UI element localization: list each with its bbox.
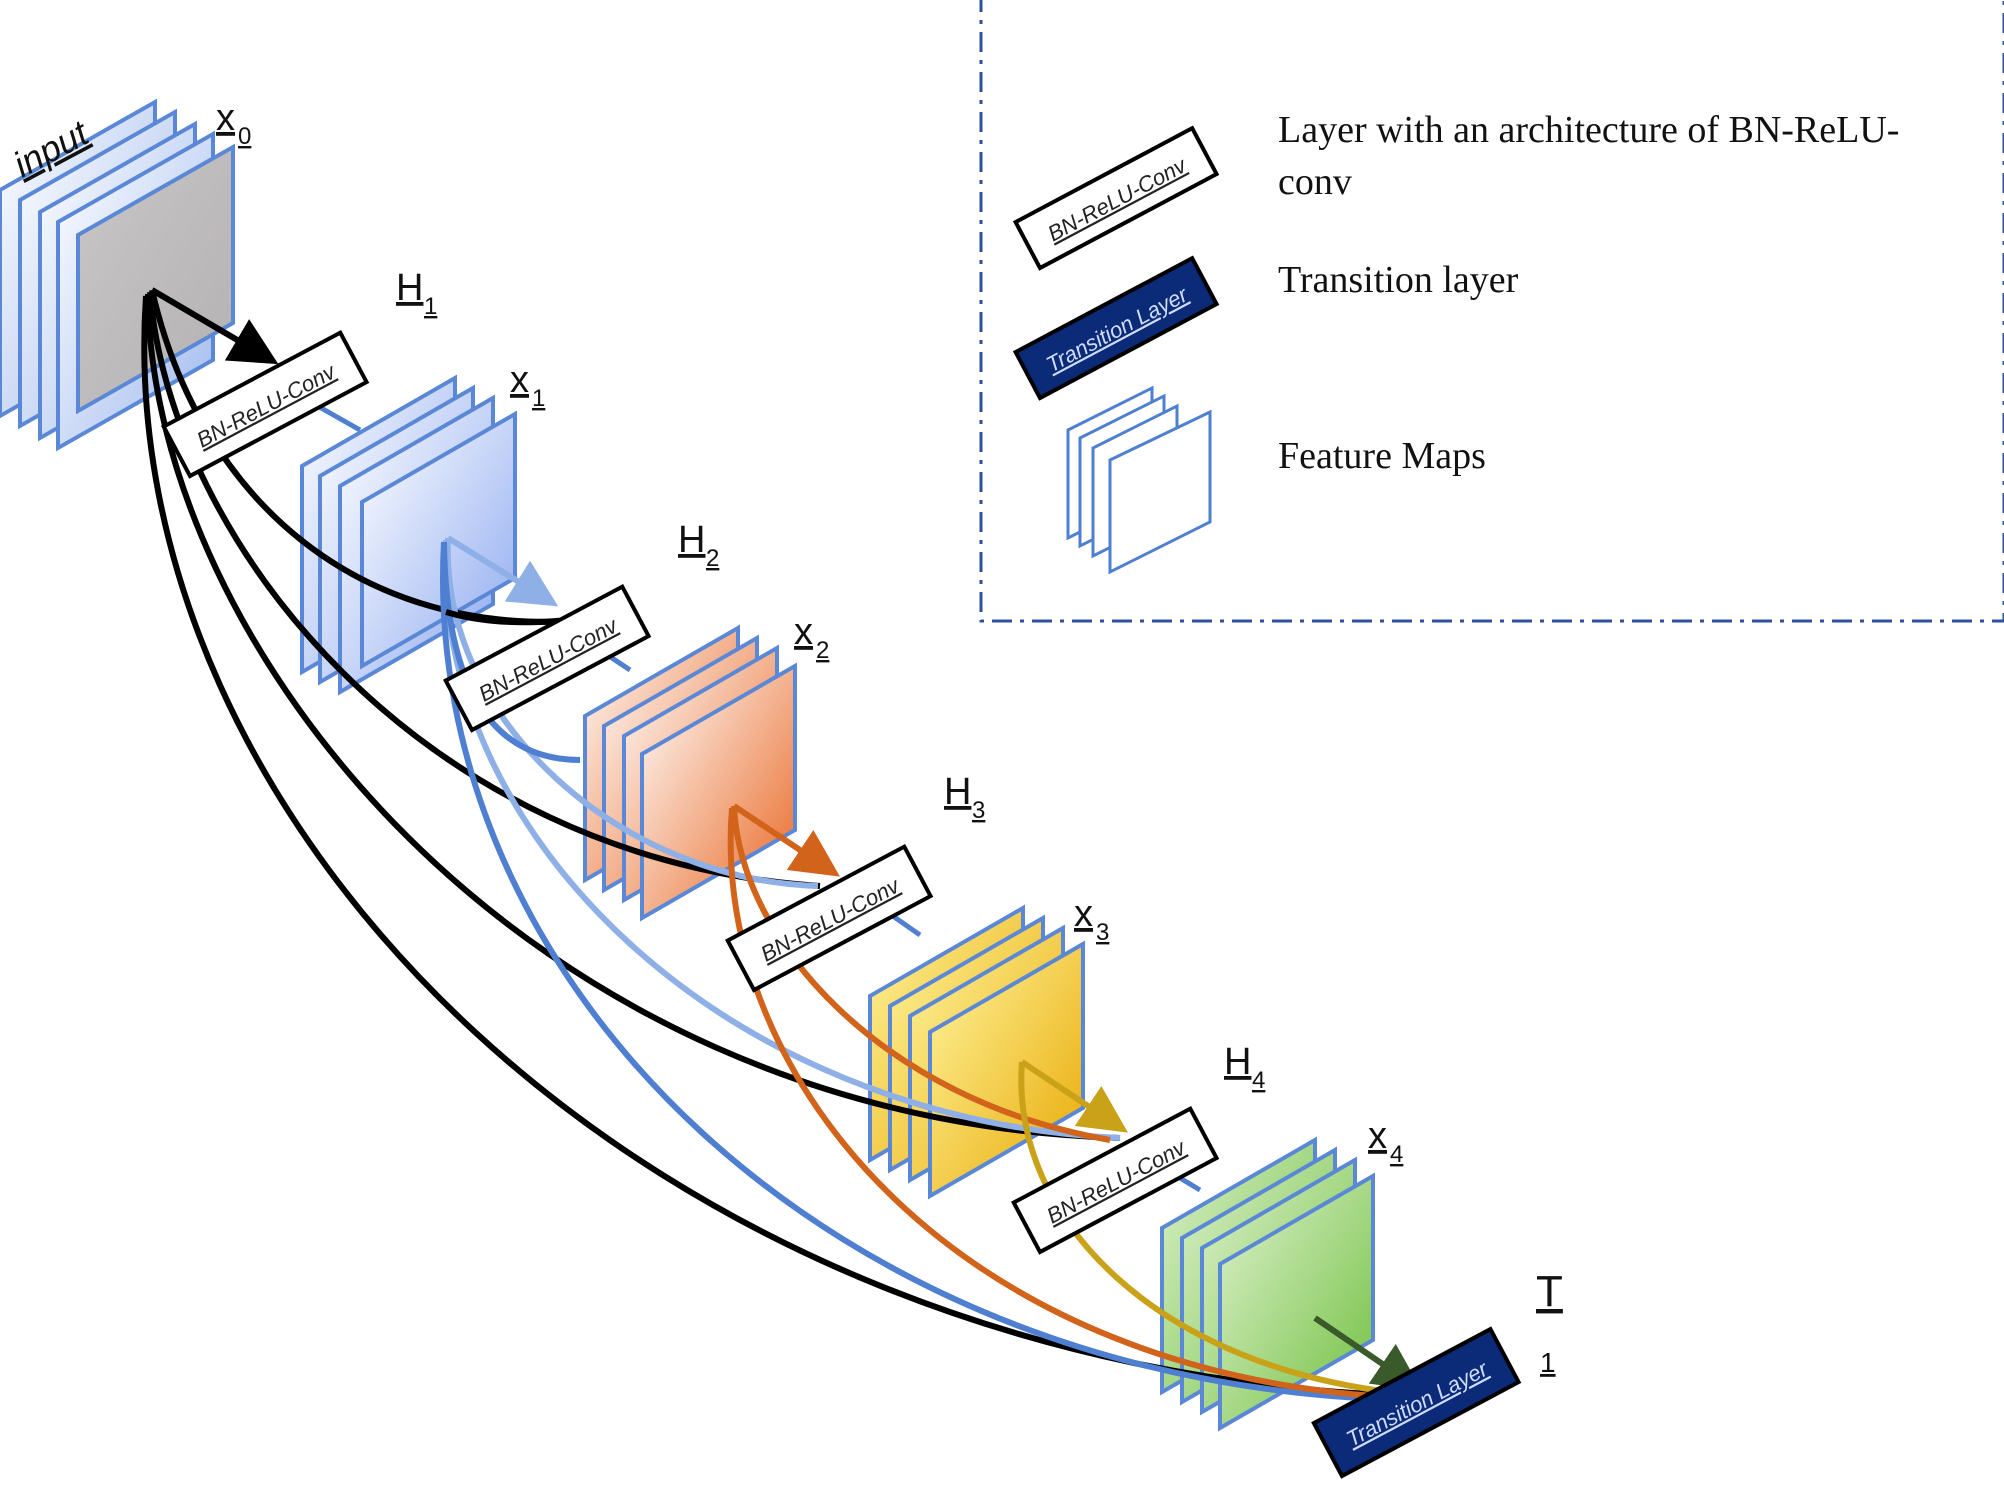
- conv-box-h4: BN-ReLU-Conv: [1011, 1105, 1220, 1255]
- skip-x3-t1: [1018, 1061, 1409, 1397]
- svg-text:x: x: [1074, 893, 1093, 935]
- svg-text:H: H: [396, 267, 423, 309]
- skip-x1-h4: [442, 539, 1121, 1141]
- svg-text:1: 1: [424, 293, 437, 320]
- svg-text:H: H: [678, 519, 705, 561]
- svg-text:T: T: [1536, 1267, 1563, 1316]
- svg-text:H: H: [1224, 1041, 1251, 1083]
- legend-feature-maps-icon: [1066, 385, 1212, 575]
- legend-feature-maps-text: Feature Maps: [1278, 435, 1486, 477]
- label-h1: H 1: [396, 267, 437, 320]
- feature-stack-x2: [583, 624, 797, 922]
- label-h2: H 2: [678, 519, 719, 572]
- label-t1: T 1: [1536, 1267, 1563, 1378]
- label-x3: x 3: [1074, 893, 1109, 946]
- legend-conv-text-line1: Layer with an architecture of BN-ReLU-: [1278, 109, 1899, 151]
- svg-text:0: 0: [238, 123, 251, 150]
- conv-box-h2: BN-ReLU-Conv: [443, 583, 652, 733]
- direct-arrows: [150, 287, 1422, 1391]
- svg-text:4: 4: [1390, 1141, 1403, 1168]
- svg-text:x: x: [794, 611, 813, 653]
- label-h4: H 4: [1224, 1041, 1265, 1094]
- label-x2: x 2: [794, 611, 829, 664]
- svg-text:x: x: [510, 359, 529, 401]
- skip-x0-h4: [145, 293, 1121, 1141]
- svg-text:3: 3: [1096, 919, 1109, 946]
- svg-text:2: 2: [816, 637, 829, 664]
- legend-conv-text-line2: conv: [1278, 161, 1352, 203]
- label-x0: x 0: [216, 97, 251, 150]
- skip-x2-h4: [731, 805, 1111, 1143]
- label-x4: x 4: [1368, 1115, 1403, 1168]
- legend-conv-box-icon: BN-ReLU-Conv: [1012, 125, 1220, 271]
- label-h3: H 3: [944, 771, 985, 824]
- conv-box-h3: BN-ReLU-Conv: [725, 843, 934, 993]
- svg-text:2: 2: [706, 545, 719, 572]
- feature-stack-x4: [1160, 1136, 1375, 1432]
- legend-transition-text: Transition layer: [1278, 259, 1519, 301]
- feature-stack-x3: [868, 904, 1085, 1200]
- skip-x1-t1: [440, 541, 1413, 1403]
- skip-x2-t1: [727, 807, 1411, 1401]
- svg-text:1: 1: [1540, 1347, 1556, 1378]
- svg-text:4: 4: [1252, 1067, 1265, 1094]
- legend-transition-box-icon: Transition Layer: [1012, 255, 1220, 401]
- svg-text:x: x: [1368, 1115, 1387, 1157]
- svg-text:1: 1: [532, 385, 545, 412]
- skip-x0-h3: [147, 291, 821, 889]
- legend-panel: BN-ReLU-Conv Layer with an architecture …: [979, 0, 2004, 623]
- svg-text:H: H: [944, 771, 971, 813]
- label-x1: x 1: [510, 359, 545, 412]
- feature-stack-x1: [300, 374, 517, 696]
- svg-text:x: x: [216, 97, 235, 139]
- skip-x0-t1: [141, 295, 1411, 1399]
- skip-connections: [141, 289, 1413, 1403]
- svg-text:3: 3: [972, 797, 985, 824]
